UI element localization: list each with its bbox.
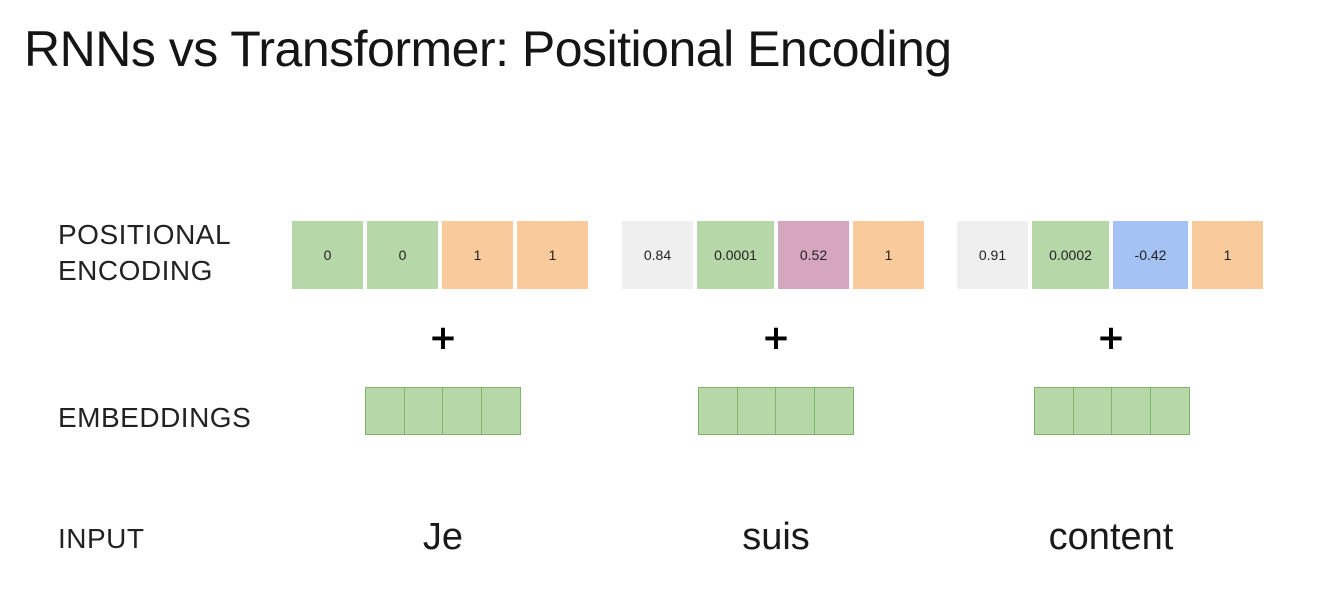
embedding-cell <box>813 387 854 435</box>
pe-cell: 0 <box>292 221 363 289</box>
pe-cell: 0 <box>367 221 438 289</box>
pe-cell: 1 <box>1192 221 1263 289</box>
slide-title: RNNs vs Transformer: Positional Encoding <box>24 21 952 77</box>
positional-encoding-vector-content: 0.91 0.0002 -0.42 1 <box>957 221 1263 289</box>
pe-cell: 0.91 <box>957 221 1028 289</box>
embeddings-label: EMBEDDINGS <box>58 402 252 433</box>
pe-cell: 0.0001 <box>697 221 774 289</box>
pe-cell: 1 <box>853 221 924 289</box>
embedding-cell <box>403 387 444 435</box>
pe-cell: -0.42 <box>1113 221 1188 289</box>
input-label: INPUT <box>58 523 145 554</box>
positional-encoding-vector-je: 0 0 1 1 <box>292 221 588 289</box>
embedding-vector-je <box>365 387 521 435</box>
input-word-suis: suis <box>742 516 810 558</box>
embedding-vector-suis <box>698 387 854 435</box>
embedding-cell <box>442 387 483 435</box>
embedding-cell <box>1072 387 1113 435</box>
pe-cell: 0.84 <box>622 221 693 289</box>
embedding-cell <box>1149 387 1190 435</box>
input-word-je: Je <box>422 516 464 558</box>
plus-icon: + <box>1096 318 1126 358</box>
positional-encoding-vector-suis: 0.84 0.0001 0.52 1 <box>622 221 924 289</box>
embedding-cell <box>365 387 406 435</box>
embedding-cell <box>1111 387 1152 435</box>
embedding-cell <box>1034 387 1075 435</box>
plus-icon: + <box>428 318 458 358</box>
pe-cell: 0.52 <box>778 221 849 289</box>
embedding-cell <box>480 387 521 435</box>
plus-icon: + <box>761 318 791 358</box>
pe-cell: 0.0002 <box>1032 221 1109 289</box>
pe-cell: 1 <box>442 221 513 289</box>
pe-cell: 1 <box>517 221 588 289</box>
embedding-cell <box>736 387 777 435</box>
positional-encoding-label: POSITIONAL ENCODING <box>58 219 232 286</box>
embedding-cell <box>775 387 816 435</box>
embedding-vector-content <box>1034 387 1190 435</box>
embedding-cell <box>698 387 739 435</box>
input-word-content: content <box>1048 516 1174 558</box>
